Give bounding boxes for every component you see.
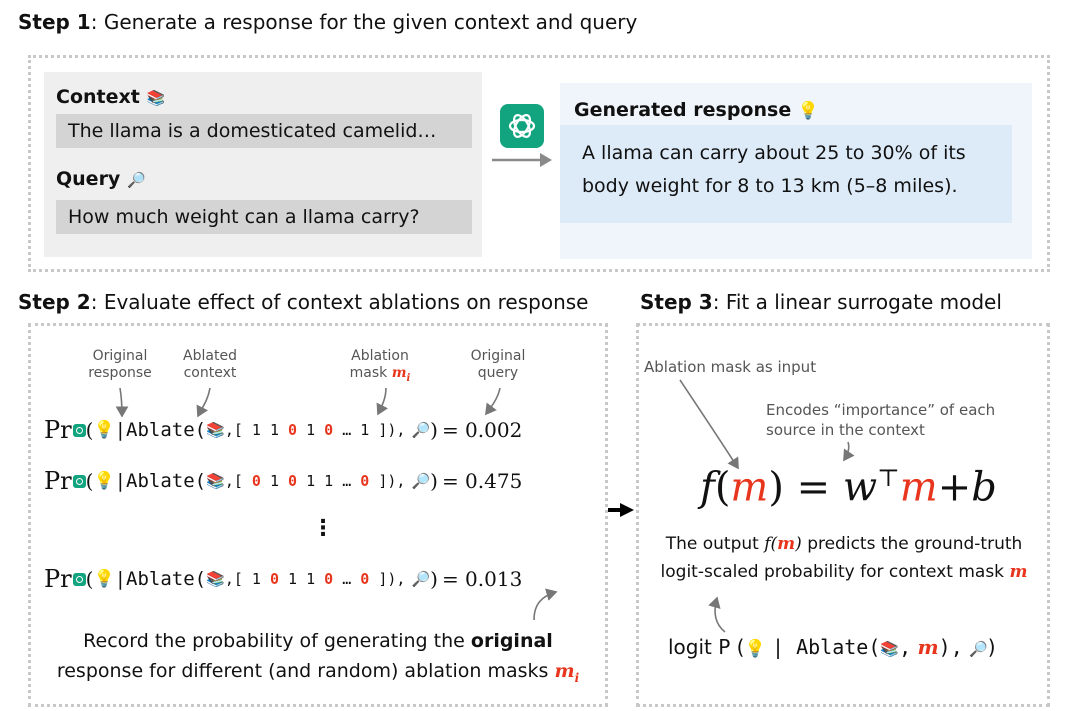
logit-expression: logit P (💡 | Ablate(📚, m), 🔎) xyxy=(668,635,996,659)
mask-entry: 0 xyxy=(324,570,343,588)
step1-arrow xyxy=(492,153,552,167)
mask-entry: … xyxy=(342,570,361,588)
books-icon: 📚 xyxy=(880,640,900,658)
mask-entry: 0 xyxy=(360,472,379,490)
probability-symbol: Pr xyxy=(44,565,72,593)
ablate-function: |Ablate( xyxy=(114,419,207,441)
context-header: Context 📚 xyxy=(56,86,166,108)
probability-symbol: Pr xyxy=(44,467,72,495)
ablation-mask-vector: ,[ 1 0 1 1 0 … 0 ]), xyxy=(224,570,406,588)
mask-entry: 1 xyxy=(360,421,379,439)
mask-input-note: Ablation mask as input xyxy=(644,358,817,376)
ablation-row: Pr(💡|Ablate(📚,[ 0 1 0 1 1 … 0 ]),🔎) = 0.… xyxy=(44,467,523,495)
query-header: Query 🔎 xyxy=(56,168,146,190)
mask-entry: 1 xyxy=(288,570,307,588)
ablate-function: |Ablate( xyxy=(114,470,207,492)
label-arrows xyxy=(115,387,501,418)
mask-entry: … xyxy=(342,421,361,439)
context-text: The llama is a domesticated camelid… xyxy=(68,120,437,142)
importance-note: Encodes “importance” of each source in t… xyxy=(766,401,996,439)
output-note: The output f(m) predicts the ground-trut… xyxy=(660,534,1028,582)
label-ablated-context: Ablated context xyxy=(183,348,237,381)
mask-entry: 0 xyxy=(251,472,270,490)
step1-frame xyxy=(28,55,1050,272)
books-icon: 📚 xyxy=(146,89,166,107)
lightbulb-icon: 💡 xyxy=(744,639,766,659)
logit-arrow xyxy=(708,596,726,633)
magnifier-icon: 🔎 xyxy=(411,570,431,588)
probability-value: = 0.013 xyxy=(441,567,523,591)
vertical-ellipsis: ⋮ xyxy=(312,516,334,541)
openai-logo-icon xyxy=(72,572,86,586)
context-box: The llama is a domesticated camelid… xyxy=(56,114,472,148)
ablation-row: Pr(💡|Ablate(📚,[ 1 0 1 1 0 … 0 ]),🔎) = 0.… xyxy=(44,565,523,593)
step3-title: Step 3: Fit a linear surrogate model xyxy=(640,290,1002,314)
value-arrow xyxy=(533,588,558,621)
mask-entry: 0 xyxy=(269,570,289,588)
ablation-row: Pr(💡|Ablate(📚,[ 1 1 0 1 0 … 1 ]),🔎) = 0.… xyxy=(44,416,523,444)
lightbulb-icon: 💡 xyxy=(797,101,820,121)
magnifier-icon: 🔎 xyxy=(126,171,146,189)
response-header: Generated response 💡 xyxy=(574,99,820,121)
surrogate-equation: f(m) = w⊤m+b xyxy=(700,464,997,511)
query-text: How much weight can a llama carry? xyxy=(68,206,420,228)
openai-logo-icon xyxy=(500,104,544,148)
probability-value: = 0.002 xyxy=(441,418,523,442)
mask-entry: 0 xyxy=(288,421,307,439)
label-ablation-mask: Ablation mask mi xyxy=(349,348,411,384)
mask-entry: 0 xyxy=(360,570,379,588)
response-box: A llama can carry about 25 to 30% of its… xyxy=(560,125,1012,223)
input-panel: Context 📚 The llama is a domesticated ca… xyxy=(44,72,482,257)
magnifier-icon: 🔎 xyxy=(411,472,431,490)
ablation-mask-vector: ,[ 1 1 0 1 0 … 1 ]), xyxy=(224,421,406,439)
response-text: A llama can carry about 25 to 30% of its… xyxy=(582,142,966,197)
label-original-query: Original query xyxy=(470,348,526,381)
mask-entry: … xyxy=(342,472,361,490)
mask-entry: 1 xyxy=(324,472,343,490)
ablate-function: |Ablate( xyxy=(114,568,207,590)
books-icon: 📚 xyxy=(206,421,225,439)
step2-title: Step 2: Evaluate effect of context ablat… xyxy=(18,290,589,314)
ablation-mask-vector: ,[ 0 1 0 1 1 … 0 ]), xyxy=(224,472,406,490)
step3-frame xyxy=(636,323,1050,707)
step1-title: Step 1: Generate a response for the give… xyxy=(18,10,638,34)
mask-entry: 1 xyxy=(269,421,289,439)
mask-entry: 1 xyxy=(269,472,289,490)
mask-entry: 1 xyxy=(306,472,325,490)
mask-entry: 1 xyxy=(306,570,325,588)
magnifier-icon: 🔎 xyxy=(411,421,431,439)
mask-entry: 0 xyxy=(288,472,307,490)
step3-arrows xyxy=(679,379,855,470)
step2-frame xyxy=(28,323,608,707)
magnifier-icon: 🔎 xyxy=(969,640,988,658)
lightbulb-icon: 💡 xyxy=(93,420,115,440)
openai-logo-icon xyxy=(72,423,86,437)
query-box: How much weight can a llama carry? xyxy=(56,200,472,234)
probability-value: = 0.475 xyxy=(441,469,523,493)
mask-entry: 0 xyxy=(324,421,343,439)
label-original-response: Original response xyxy=(88,348,152,381)
openai-logo-icon xyxy=(72,474,86,488)
step2-caption: Record the probability of generating the… xyxy=(56,630,580,685)
probability-symbol: Pr xyxy=(44,416,72,444)
mask-entry: 1 xyxy=(251,421,270,439)
response-panel: Generated response 💡 A llama can carry a… xyxy=(560,83,1032,259)
lightbulb-icon: 💡 xyxy=(93,569,115,589)
mask-entry: 1 xyxy=(251,570,270,588)
step2-to-step3-arrow xyxy=(608,503,634,517)
books-icon: 📚 xyxy=(206,570,225,588)
books-icon: 📚 xyxy=(206,472,225,490)
mask-entry: 1 xyxy=(306,421,325,439)
lightbulb-icon: 💡 xyxy=(93,471,115,491)
